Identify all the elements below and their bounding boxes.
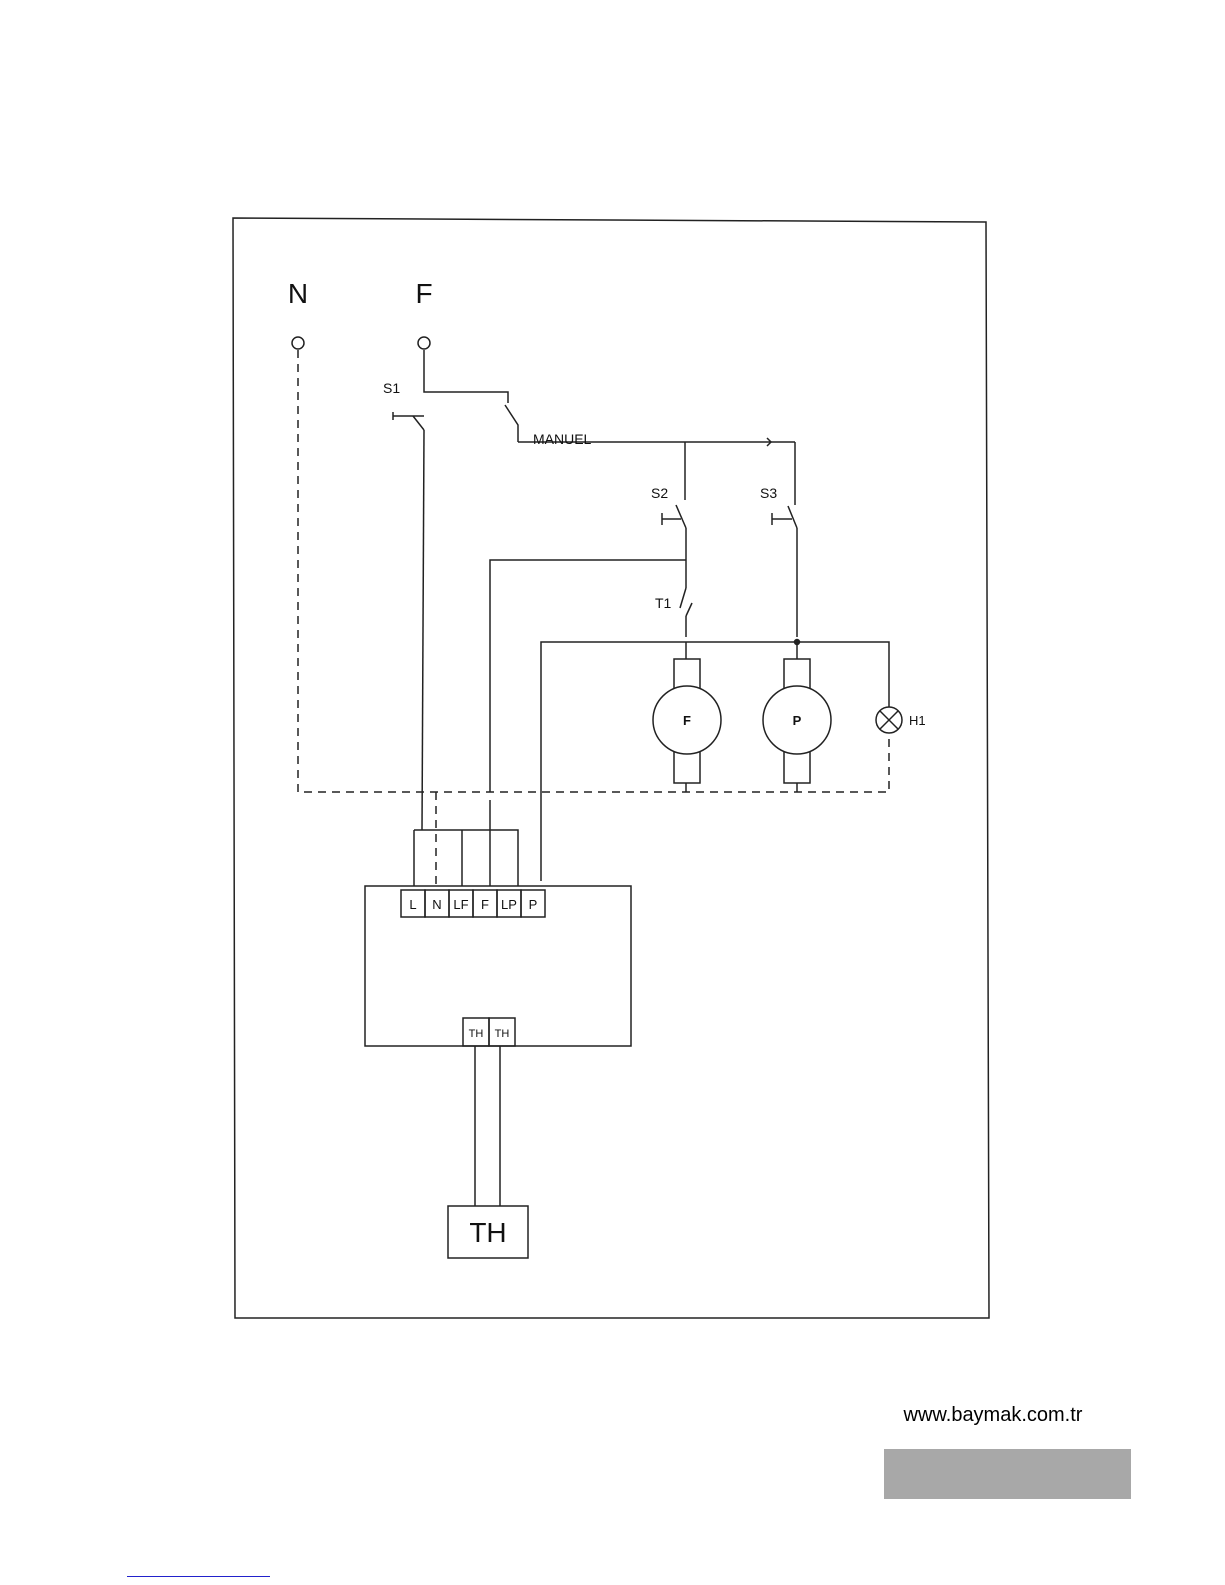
s3-label: S3 [760, 485, 777, 501]
neutral-bus [298, 350, 889, 886]
t1-label: T1 [655, 595, 672, 611]
terminal-l: L [409, 897, 416, 912]
s2-switch [662, 505, 686, 560]
diagram-frame [233, 218, 989, 1318]
neutral-terminal-circle [292, 337, 304, 349]
footer-rule [127, 1576, 270, 1577]
s1-label: S1 [383, 380, 400, 396]
phase-feed [424, 350, 508, 403]
phase-label: F [415, 278, 432, 309]
t1-contact [680, 560, 692, 637]
website-url: www.baymak.com.tr [868, 1404, 1118, 1427]
terminal-strip-cells [401, 890, 545, 917]
grey-footer-bar [884, 1449, 1131, 1499]
lamp-label: H1 [909, 713, 926, 728]
th-terminal-1: TH [469, 1028, 484, 1040]
controller-box [365, 886, 631, 1046]
terminal-n: N [432, 897, 441, 912]
thermostat-label: TH [469, 1217, 506, 1248]
s3-switch [772, 506, 797, 637]
manual-label: MANUEL [533, 431, 592, 447]
pump-motor-label: P [793, 713, 802, 728]
th-terminal-2: TH [495, 1028, 510, 1040]
neutral-label: N [288, 278, 308, 309]
terminal-lp: LP [501, 897, 517, 912]
p-wire [541, 642, 889, 881]
lamp-h1 [876, 707, 902, 733]
phase-terminal-circle [418, 337, 430, 349]
terminal-lf: LF [453, 897, 468, 912]
fan-motor-label: F [683, 713, 691, 728]
s1-switch [393, 405, 518, 830]
terminal-p: P [529, 897, 538, 912]
terminal-f: F [481, 897, 489, 912]
s2-label: S2 [651, 485, 668, 501]
